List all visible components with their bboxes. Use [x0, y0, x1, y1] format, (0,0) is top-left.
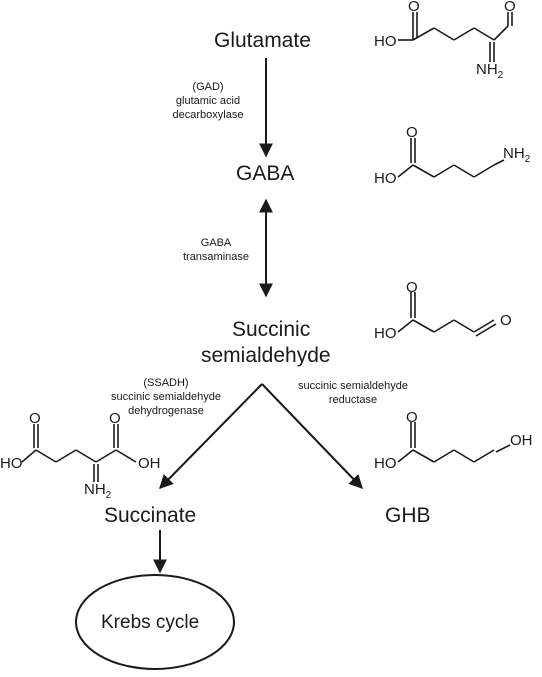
ghb-ho: HO	[374, 455, 397, 472]
arrow-ssa-to-ghb	[261, 383, 363, 490]
krebs-cycle-label: Krebs cycle	[101, 612, 200, 633]
left-o-1: O	[29, 410, 41, 427]
left-nh2: NH2	[84, 481, 112, 501]
ssa-label-line1: Succinic	[232, 318, 311, 341]
ssa-label-line2: semialdehyde	[201, 344, 331, 367]
gaba-nh2: NH2	[503, 145, 531, 165]
ssa-o-aldehyde: O	[500, 312, 512, 329]
ghb-o: O	[406, 409, 418, 426]
ssa-structure	[397, 292, 497, 337]
ghb-oh: OH	[510, 432, 533, 449]
gaba-structure	[397, 138, 505, 178]
glutamate-o-top-left: O	[408, 0, 420, 15]
glutamate-o-top-right: O	[504, 0, 516, 15]
gaba-o: O	[406, 124, 418, 141]
krebs-cycle-ellipse	[75, 574, 235, 670]
glutamate-structure	[398, 12, 513, 62]
glutamate-label: Glutamate	[214, 29, 311, 52]
left-amino-acid-structure	[21, 424, 137, 482]
succinate-label: Succinate	[104, 504, 197, 527]
ghb-label: GHB	[385, 504, 431, 527]
glutamate-ho: HO	[374, 33, 397, 50]
ssa-ho: HO	[374, 325, 397, 342]
ssa-o-top: O	[406, 279, 418, 296]
left-ho: HO	[0, 455, 23, 472]
gaba-ho: HO	[374, 170, 397, 187]
glutamate-nh2: NH2	[476, 61, 504, 81]
left-o-2: O	[109, 410, 121, 427]
arrow-ssa-to-succinate	[159, 383, 263, 489]
left-oh: OH	[138, 455, 161, 472]
gaba-label: GABA	[236, 162, 295, 185]
ghb-structure	[397, 422, 511, 463]
